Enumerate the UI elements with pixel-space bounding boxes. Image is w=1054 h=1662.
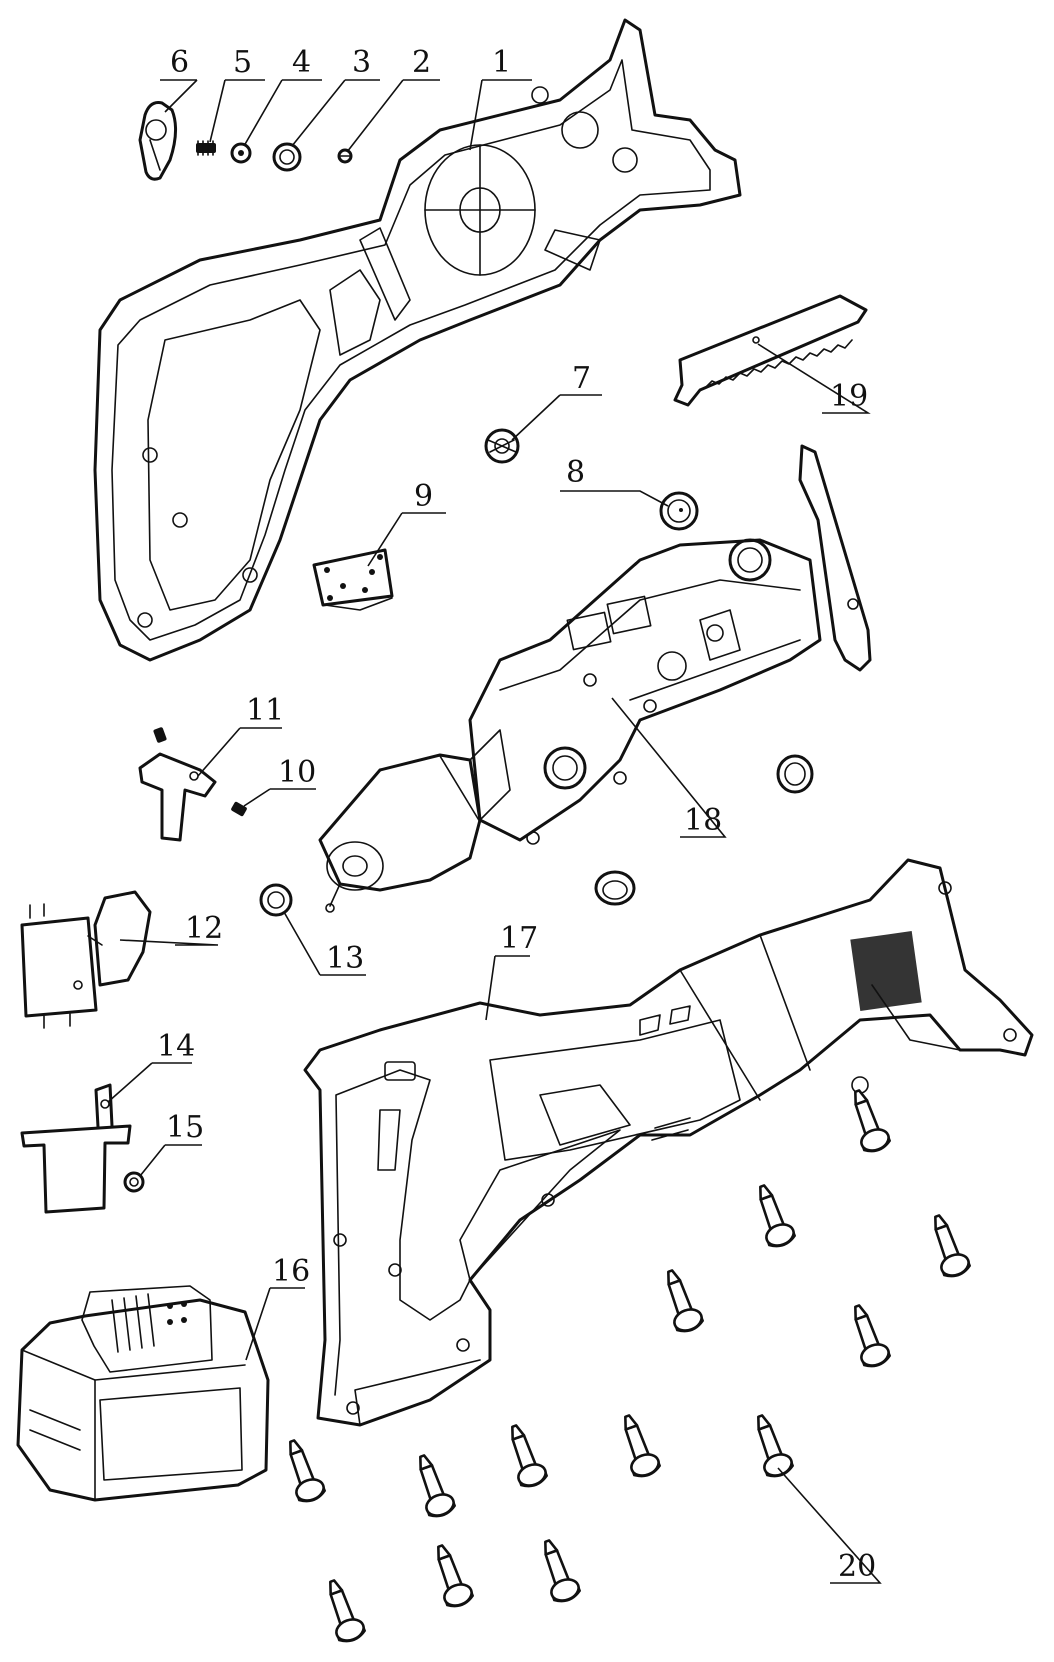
label-part-8: 8: [566, 455, 585, 490]
blade-lock-lever: [138, 101, 177, 181]
screw: [667, 1269, 705, 1333]
leader-lines: [107, 79, 882, 1584]
label-part-7: 7: [572, 361, 591, 396]
screw: [624, 1414, 662, 1478]
battery-pack: [16, 1285, 270, 1502]
label-part-6: 6: [170, 45, 189, 80]
washer-ring: [272, 142, 302, 172]
saw-blade: [673, 294, 868, 407]
label-part-19: 19: [830, 379, 868, 414]
housing-screws: [289, 1089, 972, 1643]
label-part-11: 11: [246, 693, 284, 728]
label-part-3: 3: [352, 45, 371, 80]
screw: [329, 1579, 367, 1643]
label-part-14: 14: [157, 1029, 195, 1064]
screw: [934, 1214, 972, 1278]
screw: [511, 1424, 549, 1488]
label-part-16: 16: [272, 1254, 310, 1289]
bearing-cap-loose-a: [776, 754, 814, 794]
screw: [757, 1414, 795, 1478]
label-part-13: 13: [326, 941, 364, 976]
screw: [759, 1184, 797, 1248]
screw: [419, 1454, 457, 1518]
screw: [544, 1539, 582, 1603]
screw: [854, 1304, 892, 1368]
left-housing: [93, 18, 742, 662]
small-screw: [337, 148, 353, 164]
right-housing: [303, 858, 1034, 1427]
label-part-12: 12: [185, 911, 223, 946]
bearing-cap-loose-b: [594, 870, 636, 906]
control-board: [312, 548, 394, 611]
label-part-9: 9: [414, 479, 433, 514]
part-labels: 1 2 3 4 5 6 7 8 9 10 11 12 13 14 15 16 1…: [157, 45, 876, 1584]
label-part-10: 10: [278, 755, 316, 790]
label-part-17: 17: [500, 921, 538, 956]
motor-bearing: [259, 883, 293, 917]
screw: [289, 1439, 327, 1503]
battery-terminal: [20, 1083, 132, 1214]
terminal-washer: [123, 1171, 145, 1193]
label-part-15: 15: [166, 1110, 204, 1145]
trigger-switch: [20, 890, 152, 1029]
lock-button: [138, 752, 217, 842]
label-part-4: 4: [292, 45, 311, 80]
screw: [854, 1089, 892, 1153]
screw: [437, 1544, 475, 1608]
label-part-5: 5: [233, 45, 252, 80]
bearing-cap: [659, 491, 699, 531]
small-spring: [153, 727, 247, 817]
label-part-2: 2: [412, 45, 431, 80]
label-part-1: 1: [492, 45, 511, 80]
gear-knob: [484, 428, 520, 464]
gearbox-and-motor: [318, 444, 872, 913]
label-part-20: 20: [838, 1549, 876, 1584]
small-washer: [230, 142, 252, 164]
label-part-18: 18: [684, 803, 722, 838]
spring: [196, 140, 216, 156]
